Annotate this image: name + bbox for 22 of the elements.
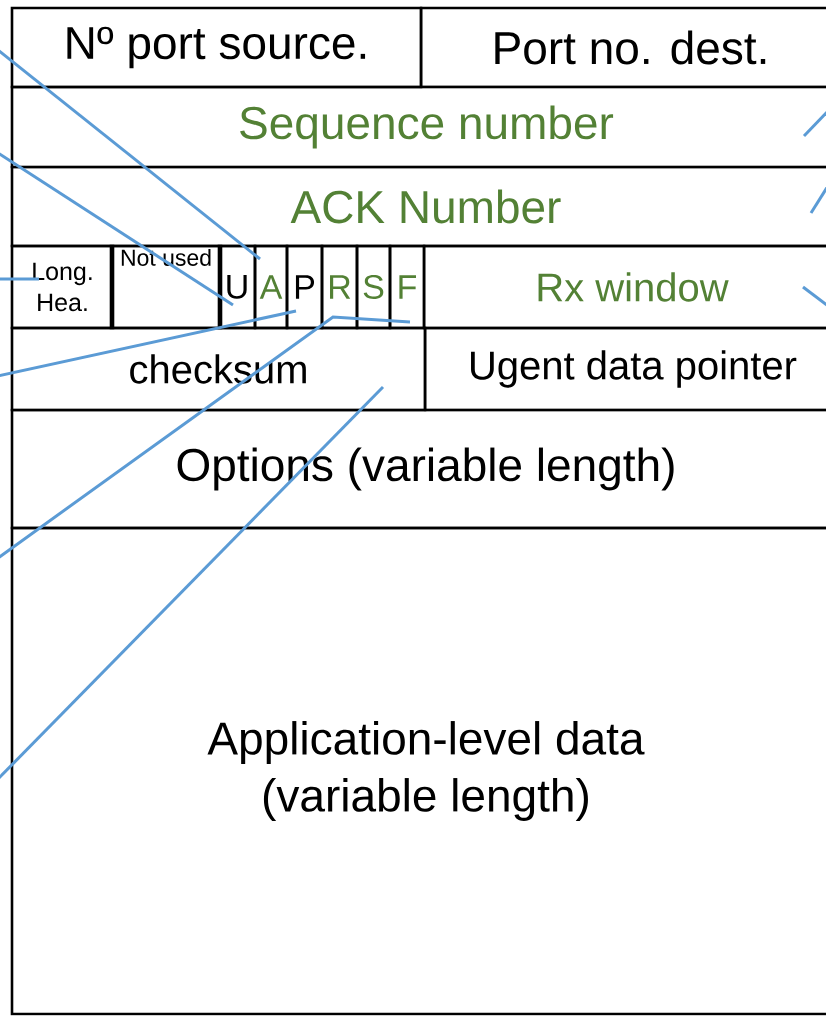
field-cell: S <box>355 244 392 330</box>
field-cell: Port no. dest. <box>419 6 826 89</box>
field-cell: Ugent data pointer <box>423 326 826 412</box>
field-cell: ACK Number <box>10 165 826 248</box>
leader-line <box>0 48 261 261</box>
field-cell: F <box>388 244 426 330</box>
field-cell: Application-level data (variable length) <box>10 526 826 1016</box>
leader-line <box>0 151 234 307</box>
field-cell: Rx window <box>422 244 826 330</box>
leader-line <box>802 285 826 308</box>
field-cell: Long. Hea. <box>10 244 115 330</box>
leader-line <box>0 315 411 560</box>
leader-line <box>0 385 385 781</box>
field-cell: Sequence number <box>10 85 826 169</box>
leader-line <box>802 109 826 138</box>
field-cell: A <box>253 244 289 330</box>
field-cell: Not used <box>109 244 223 330</box>
field-cell: U <box>217 244 257 330</box>
field-cell: P <box>285 244 324 330</box>
leader-line <box>0 277 39 281</box>
field-cell: Nº port source. <box>10 6 423 89</box>
field-cell: R <box>320 244 359 330</box>
